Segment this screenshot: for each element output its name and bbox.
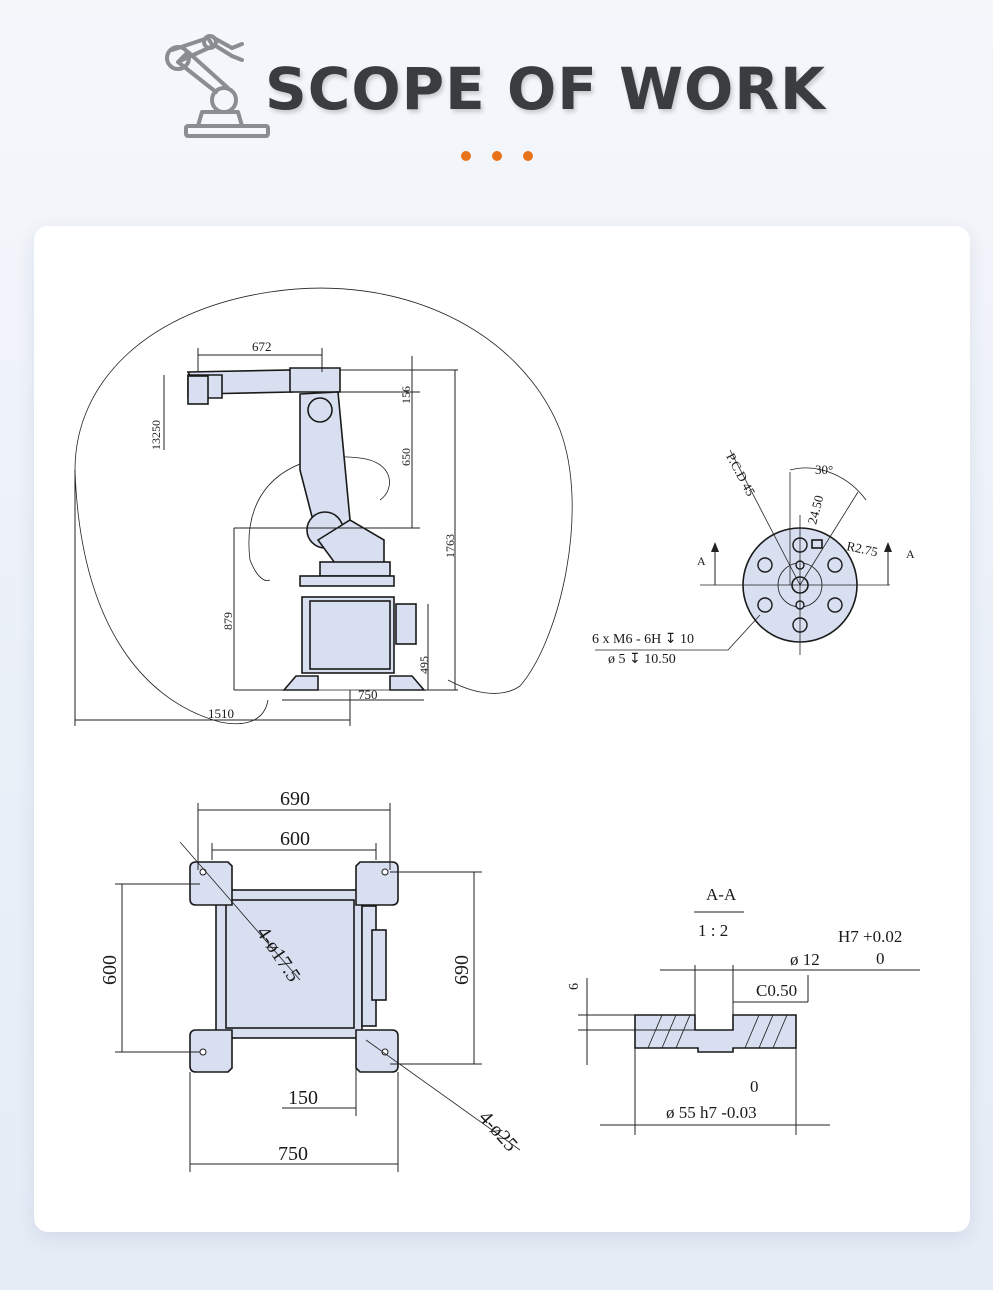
dim-1763: 1763 (443, 534, 457, 558)
section-depth: 6 (567, 983, 582, 990)
section-shaft: ø 55 h7 -0.03 (666, 1103, 757, 1122)
section-tolerance-zero: 0 (876, 949, 885, 968)
dim-13250: 13250 (149, 420, 163, 450)
flange-radius: R2.75 (845, 538, 879, 559)
page-header: SCOPE OF WORK (0, 0, 993, 200)
accent-dot (523, 151, 533, 161)
flange-callout-hole: ø 5 ↧ 10.50 (608, 652, 676, 667)
title-dots (461, 151, 541, 163)
side-view-drawing: 672 13250 156 650 1763 879 495 750 1510 (74, 287, 573, 726)
accent-dot (461, 151, 471, 161)
technical-drawings: 672 13250 156 650 1763 879 495 750 1510 (74, 287, 920, 1172)
section-bore: ø 12 (790, 950, 820, 969)
flange-callout-thread: 6 x M6 - 6H ↧ 10 (592, 632, 694, 647)
dim-879: 879 (221, 612, 235, 630)
base-dim-690-top: 690 (280, 788, 310, 810)
base-hole-25: 4-ø25 (474, 1107, 522, 1156)
section-marker-right: A (906, 547, 915, 561)
section-tolerance-upper: H7 +0.02 (838, 927, 902, 946)
base-dim-750: 750 (278, 1143, 308, 1165)
dim-495: 495 (417, 656, 431, 674)
flange-pcd: P.C.D 45 (723, 450, 758, 498)
dim-672: 672 (252, 339, 272, 354)
dim-156: 156 (399, 386, 413, 404)
section-marker-left: A (697, 554, 706, 568)
section-aa-drawing: A-A 1 : 2 H7 +0.02 0 ø 12 C0.50 6 0 ø 55… (567, 885, 920, 1135)
section-chamfer: C0.50 (756, 981, 797, 1000)
dim-1510: 1510 (208, 706, 234, 721)
section-shaft-zero: 0 (750, 1077, 759, 1096)
base-dim-600-top: 600 (280, 828, 310, 850)
dim-750-side: 750 (358, 687, 378, 702)
flange-drawing: P.C.D 45 30° 24.50 R2.75 A A 6 x M6 - 6H… (592, 449, 915, 667)
dim-650: 650 (399, 448, 413, 466)
robot-arm-icon (165, 34, 270, 138)
flange-angle: 30° (815, 462, 833, 477)
page-title: SCOPE OF WORK (265, 55, 826, 123)
drawing-card: 672 13250 156 650 1763 879 495 750 1510 (34, 226, 970, 1232)
base-dim-150: 150 (288, 1087, 318, 1109)
base-plan-drawing: 690 600 600 690 4-ø17.5 150 750 4-ø25 (99, 788, 522, 1172)
base-dim-690-right: 690 (451, 955, 473, 985)
base-dim-600-left: 600 (99, 955, 121, 985)
flange-dim-2450: 24.50 (804, 494, 826, 526)
section-title: A-A (706, 885, 737, 904)
section-scale: 1 : 2 (698, 921, 728, 940)
accent-dot (492, 151, 502, 161)
